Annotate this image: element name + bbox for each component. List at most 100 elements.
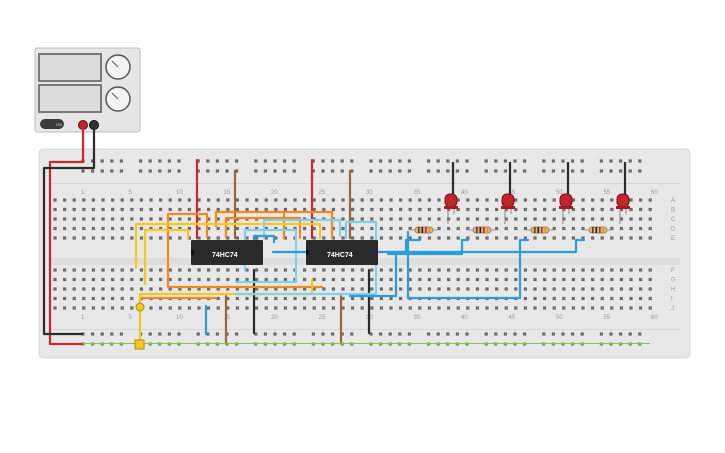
breadboard-hole[interactable] [82,268,86,272]
breadboard-hole[interactable] [523,287,527,291]
breadboard-hole[interactable] [543,207,547,212]
breadboard-hole[interactable] [629,296,633,301]
breadboard-hole[interactable] [340,169,344,173]
breadboard-hole[interactable] [312,236,316,240]
breadboard-hole[interactable] [427,287,431,291]
breadboard-hole[interactable] [399,277,403,282]
led[interactable] [444,193,458,208]
breadboard-hole[interactable] [197,306,201,310]
breadboard-hole[interactable] [379,277,383,282]
breadboard-hole[interactable] [399,198,403,202]
breadboard-hole[interactable] [379,159,383,163]
breadboard-hole[interactable] [591,296,595,301]
breadboard-hole[interactable] [331,226,335,231]
breadboard-hole[interactable] [168,207,172,212]
breadboard-hole[interactable] [264,296,268,301]
breadboard-hole[interactable] [465,332,469,336]
breadboard-hole[interactable] [619,207,623,212]
resistor[interactable] [472,226,492,234]
breadboard-hole[interactable] [456,306,460,310]
breadboard-hole[interactable] [399,217,403,221]
breadboard-hole[interactable] [225,169,229,173]
breadboard-hole[interactable] [427,169,431,173]
breadboard-hole[interactable] [619,226,623,231]
breadboard-hole[interactable] [389,287,393,291]
breadboard-hole[interactable] [321,332,325,336]
breadboard-hole[interactable] [562,296,566,301]
breadboard-hole[interactable] [571,268,575,272]
breadboard-hole[interactable] [562,217,566,221]
breadboard-hole[interactable] [264,198,268,202]
breadboard-hole[interactable] [178,277,182,282]
breadboard-hole[interactable] [571,217,575,221]
breadboard-hole[interactable] [543,217,547,221]
breadboard-hole[interactable] [283,268,287,272]
breadboard-hole[interactable] [226,306,230,310]
breadboard-hole[interactable] [216,306,220,310]
breadboard-hole[interactable] [543,198,547,202]
breadboard-hole[interactable] [360,287,364,291]
breadboard-hole[interactable] [389,268,393,272]
breadboard-hole[interactable] [360,226,364,231]
breadboard-hole[interactable] [533,296,537,301]
breadboard-hole[interactable] [571,287,575,291]
breadboard-hole[interactable] [379,287,383,291]
breadboard-hole[interactable] [158,169,162,173]
breadboard-hole[interactable] [341,217,345,221]
breadboard-hole[interactable] [226,236,230,240]
breadboard-hole[interactable] [591,207,595,212]
breadboard-hole[interactable] [120,217,124,221]
breadboard-hole[interactable] [360,198,364,202]
breadboard-hole[interactable] [495,207,499,212]
breadboard-hole[interactable] [600,207,604,212]
breadboard-hole[interactable] [466,268,470,272]
breadboard-hole[interactable] [72,236,76,240]
breadboard-hole[interactable] [63,226,67,231]
breadboard-hole[interactable] [427,277,431,282]
breadboard-hole[interactable] [418,268,422,272]
breadboard-hole[interactable] [206,332,210,336]
breadboard-hole[interactable] [504,268,508,272]
breadboard-hole[interactable] [322,287,326,291]
breadboard-hole[interactable] [91,217,95,221]
breadboard-hole[interactable] [216,207,220,212]
breadboard-hole[interactable] [187,217,191,221]
breadboard-hole[interactable] [495,277,499,282]
breadboard-hole[interactable] [369,169,373,173]
breadboard-hole[interactable] [609,332,613,336]
leds[interactable] [444,162,630,224]
breadboard-hole[interactable] [436,169,440,173]
breadboard-hole[interactable] [197,217,201,221]
breadboard-hole[interactable] [53,207,57,212]
breadboard-hole[interactable] [629,217,633,221]
breadboard-hole[interactable] [331,296,335,301]
breadboard-hole[interactable] [331,159,335,163]
breadboard-hole[interactable] [312,207,316,212]
breadboard-hole[interactable] [91,198,95,202]
breadboard-hole[interactable] [321,169,325,173]
breadboard-hole[interactable] [168,217,172,221]
breadboard-hole[interactable] [168,287,172,291]
breadboard-hole[interactable] [389,207,393,212]
breadboard-hole[interactable] [399,306,403,310]
breadboard-hole[interactable] [619,306,623,310]
breadboard-hole[interactable] [207,226,211,231]
breadboard-hole[interactable] [207,268,211,272]
breadboard-hole[interactable] [571,277,575,282]
breadboard-hole[interactable] [235,169,239,173]
breadboard-hole[interactable] [514,207,518,212]
breadboard-hole[interactable] [312,306,316,310]
breadboard-hole[interactable] [436,159,440,163]
breadboard-hole[interactable] [523,277,527,282]
breadboard-hole[interactable] [322,296,326,301]
breadboard-hole[interactable] [216,296,220,301]
breadboard-hole[interactable] [283,306,287,310]
breadboard-hole[interactable] [312,287,316,291]
breadboard-hole[interactable] [312,296,316,301]
breadboard-hole[interactable] [120,306,124,310]
breadboard-hole[interactable] [283,296,287,301]
breadboard-hole[interactable] [418,207,422,212]
breadboard-hole[interactable] [456,277,460,282]
breadboard-hole[interactable] [130,268,134,272]
